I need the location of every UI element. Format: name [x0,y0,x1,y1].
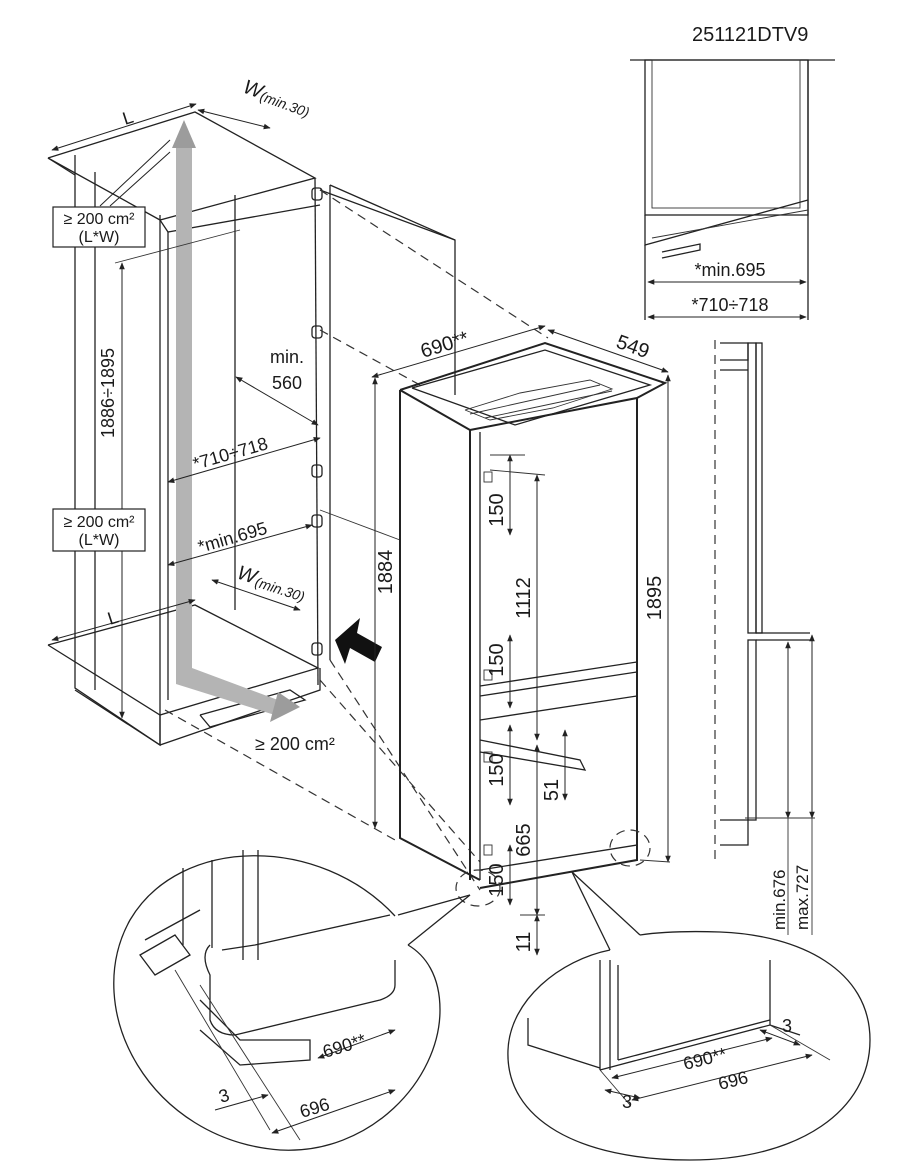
length-dimension-bottom: L [51,599,196,641]
dim-665: 665 [513,744,540,916]
depth-710-718-label: *710÷718 [191,433,270,473]
left-zoom-3: 3 [216,1085,231,1107]
svg-text:11: 11 [513,932,535,953]
detail-marker-right [609,829,651,867]
dim-11: 11 [513,914,545,956]
svg-text:150: 150 [486,863,508,896]
dim-150-a: 150 [486,454,525,536]
left-zoom-690: 690** [320,1030,368,1062]
svg-text:1112: 1112 [513,577,535,619]
vent-box-top: ≥ 200 cm² (L*W) [52,139,171,248]
right-zoom-detail: 3 690** 696 3 [507,871,871,1161]
right-zoom-3-bottom: 3 [622,1092,632,1112]
airflow-arrow [172,120,300,722]
side-max727: max.727 [793,865,812,930]
svg-text:665: 665 [513,823,535,856]
insert-direction-arrow [335,618,382,664]
dim-1112: 1112 [489,469,546,741]
right-zoom-696: 696 [716,1067,750,1094]
top-detail-710-718: *710÷718 [692,295,769,315]
dim-150-b: 150 [486,634,513,709]
side-detail: min.676 max.727 [714,340,815,935]
body-height-dim: 1884 [372,377,397,829]
total-height-label: 1895 [644,576,666,621]
svg-text:150: 150 [486,493,508,526]
vent-top-line2: (L*W) [79,229,120,246]
dim-150-d: 150 [486,844,513,906]
width-dimension-bottom: W (min.30) [211,562,307,611]
body-height-label: 1884 [375,550,397,595]
height-range-dimension: 1886÷1895 [98,229,241,719]
total-height-dim: 1895 [639,374,671,863]
top-plan-detail: *min.695 *710÷718 [630,59,835,320]
depth-min-line2: 560 [272,373,302,393]
appliance-width-label: 690** [418,327,471,362]
vent-mid-line2: (L*W) [79,532,120,549]
svg-text:150: 150 [486,643,508,676]
depth-min695-label: *min.695 [196,518,270,557]
dim-150-c: 150 [486,724,513,806]
width-label-bottom-sub: (min.30) [253,574,307,605]
model-code: 251121DTV9 [692,24,808,46]
depth-min-line1: min. [270,347,304,367]
side-min676: min.676 [770,870,789,930]
hinge-markers [311,187,323,656]
svg-text:150: 150 [486,753,508,786]
right-zoom-690: 690** [681,1044,729,1074]
dim-51: 51 [541,729,568,801]
vent-top-line1: ≥ 200 cm² [63,211,135,228]
height-range-label: 1886÷1895 [98,348,118,438]
vent-bottom-label: ≥ 200 cm² [255,734,335,754]
left-zoom-detail: 690** 3 696 [113,850,471,1151]
width-dimension-top: W (min.30) [197,76,312,130]
length-label-top: L [120,107,136,129]
svg-text:51: 51 [541,779,563,801]
right-zoom-3-top: 3 [782,1016,792,1036]
top-detail-min695: *min.695 [694,260,765,280]
vent-mid-line1: ≥ 200 cm² [63,514,135,531]
depth-min-560: min. 560 [235,347,319,426]
length-label-bottom: L [105,607,121,629]
left-zoom-696: 696 [297,1094,332,1122]
detail-marker-left [455,869,501,907]
vent-box-mid: ≥ 200 cm² (L*W) [52,508,146,552]
appliance-depth-label: 549 [613,331,652,363]
width-label-top-sub: (min.30) [258,88,312,121]
